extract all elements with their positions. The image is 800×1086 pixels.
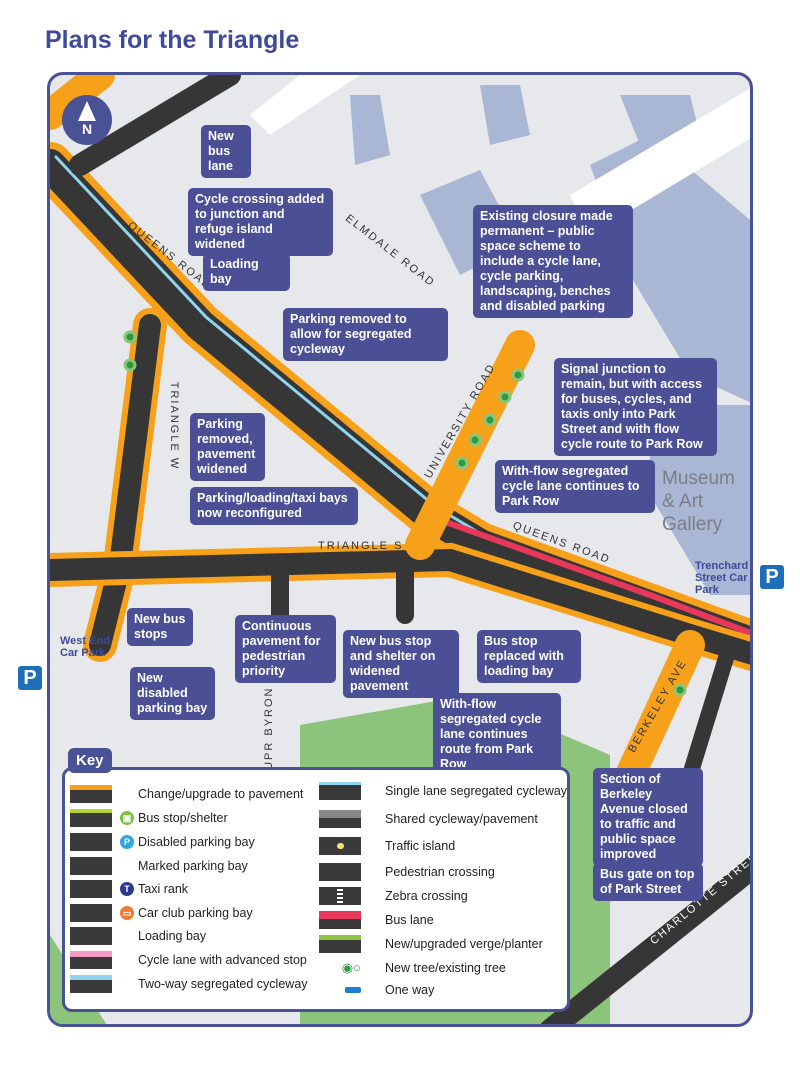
key-item: Traffic island (319, 835, 455, 857)
page-title: Plans for the Triangle (45, 26, 300, 54)
callout: Existing closure made permanent – public… (473, 205, 633, 318)
road-label: UPR BYRON P (262, 672, 275, 770)
building (350, 95, 390, 165)
white-road (570, 88, 750, 235)
key-item: Two-way segregated cycleway (70, 973, 308, 995)
trenchard-car-park-label: Trenchard Street Car Park (695, 560, 749, 596)
cycle-lane-swatch (70, 951, 112, 969)
car-club-icon: ▭ (120, 906, 134, 920)
parking-icon: P (18, 666, 42, 690)
verge-swatch (319, 935, 361, 953)
callout: Parking/loading/taxi bays now reconfigur… (190, 487, 358, 525)
road-label: TRIANGLE S (318, 540, 404, 552)
road-label: TRIANGLE W (168, 381, 181, 471)
key-item: ▣Bus stop/shelter (70, 807, 228, 829)
tree-icon (498, 390, 512, 404)
traffic-island-swatch (319, 837, 361, 855)
bus-lane-swatch (319, 911, 361, 929)
callout: Cycle crossing added to junction and ref… (188, 188, 333, 256)
single-cycleway-swatch (319, 782, 361, 800)
callout: New bus lane (201, 125, 251, 178)
parking-icon: P (760, 565, 784, 589)
key-item: Zebra crossing (319, 885, 468, 907)
zebra-crossing-swatch (319, 887, 361, 905)
tree-icon: ◉○ (341, 960, 361, 975)
key-item: Marked parking bay (70, 855, 248, 877)
disabled-parking-swatch (70, 833, 112, 851)
one-way-icon (319, 987, 361, 993)
marked-parking-swatch (70, 857, 112, 875)
bus-stop-swatch (70, 809, 112, 827)
callout: Section of Berkeley Avenue closed to tra… (593, 768, 703, 866)
taxi-rank-icon: T (120, 882, 134, 896)
callout: New bus stops (127, 608, 193, 646)
callout: Bus stop replaced with loading bay (477, 630, 581, 683)
key-panel (62, 767, 570, 1012)
key-item: One way (319, 979, 434, 1001)
key-item: Bus lane (319, 909, 434, 931)
tree-icon (123, 358, 137, 372)
key-title: Key (68, 748, 112, 773)
tree-icon (123, 330, 137, 344)
key-item: ▭Car club parking bay (70, 902, 253, 924)
two-way-cycleway-swatch (70, 975, 112, 993)
car-club-swatch (70, 904, 112, 922)
taxi-rank-swatch (70, 880, 112, 898)
key-item: Cycle lane with advanced stop (70, 949, 307, 971)
callout: Bus gate on top of Park Street (593, 863, 703, 901)
tree-icon (511, 368, 525, 382)
north-arrow-icon: N (62, 95, 112, 145)
callout: New bus stop and shelter on widened pave… (343, 630, 459, 698)
tree-icon (483, 413, 497, 427)
key-item: ◉○New tree/existing tree (319, 957, 506, 979)
callout: With-flow segregated cycle lane continue… (495, 460, 655, 513)
tree-icon (673, 683, 687, 697)
key-item: Single lane segregated cycleway (319, 780, 567, 802)
callout: New disabled parking bay (130, 667, 215, 720)
roads (50, 75, 750, 1024)
key-item: New/upgraded verge/planter (319, 933, 543, 955)
callout: Parking removed to allow for segregated … (283, 308, 448, 361)
callout: Signal junction to remain, but with acce… (554, 358, 717, 456)
shared-cycleway-swatch (319, 810, 361, 828)
disabled-parking-icon: P (120, 835, 134, 849)
callout: Parking removed, pavement widened (190, 413, 265, 481)
tree-icon (468, 433, 482, 447)
white-road (250, 75, 360, 135)
callout: Continuous pavement for pedestrian prior… (235, 615, 336, 683)
west-end-car-park-label: West End Car Park (60, 635, 110, 659)
tree-icon (455, 456, 469, 470)
loading-bay-swatch (70, 927, 112, 945)
callout: With-flow segregated cycle lane continue… (433, 693, 561, 776)
museum-label: Museum & Art Gallery (662, 468, 735, 535)
pavement-swatch (70, 785, 112, 803)
callout: Loading bay (203, 253, 290, 291)
building (480, 85, 530, 145)
pedestrian-crossing-swatch (319, 863, 361, 881)
trees (123, 330, 687, 697)
key-item: Change/upgrade to pavement (70, 783, 303, 805)
key-item: Pedestrian crossing (319, 861, 495, 883)
key-item: Shared cycleway/pavement (319, 808, 538, 830)
key-item: Loading bay (70, 925, 206, 947)
bus-stop-icon: ▣ (120, 811, 134, 825)
compass-label: N (81, 121, 93, 137)
